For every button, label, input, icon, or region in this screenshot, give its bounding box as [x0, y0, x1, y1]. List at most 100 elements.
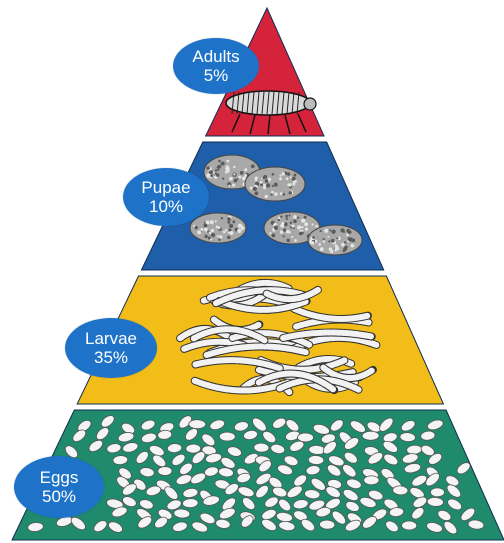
pupa-texture: [265, 195, 268, 198]
pupa-texture: [312, 236, 315, 239]
pupa-texture: [293, 174, 296, 177]
pupa-texture: [205, 235, 208, 238]
pupa-texture: [254, 191, 258, 195]
eggs-name: Eggs: [40, 468, 79, 487]
pupa-texture: [279, 177, 282, 180]
pupa-texture: [197, 230, 201, 234]
pupa-texture: [218, 160, 221, 163]
pupa-texture: [305, 227, 308, 230]
pupa-texture: [218, 226, 221, 229]
pupa-texture: [331, 239, 334, 242]
pupa-texture: [206, 166, 210, 170]
egg: [254, 443, 270, 453]
pupa-texture: [217, 168, 219, 170]
pupa-texture: [336, 237, 338, 239]
eggs-label: Eggs 50%: [14, 456, 104, 518]
pupa-texture: [304, 222, 308, 226]
pupa-texture: [282, 172, 285, 175]
pupa-texture: [287, 172, 290, 175]
pupa-texture: [222, 178, 224, 180]
pupa-texture: [274, 227, 277, 230]
pupa-texture: [244, 168, 247, 171]
pupa-texture: [349, 237, 353, 241]
pupa-texture: [209, 170, 213, 174]
pupa-texture: [228, 185, 230, 187]
pupa-texture: [241, 227, 244, 230]
pupa-texture: [286, 218, 288, 220]
pupa-texture: [283, 193, 286, 196]
pupa-texture: [244, 174, 247, 177]
pupa-texture: [287, 183, 289, 185]
pupa-texture: [294, 239, 297, 242]
pupa-texture: [240, 171, 244, 175]
pupa-texture: [293, 215, 297, 219]
pupa-texture: [291, 236, 293, 238]
pupa-texture: [218, 238, 221, 241]
pupa-texture: [289, 214, 291, 216]
pupa-texture: [304, 216, 307, 219]
pupa-texture: [281, 222, 284, 225]
pupa-texture: [229, 177, 233, 181]
pupa-texture: [327, 236, 329, 238]
adults-label: Adults 5%: [173, 38, 259, 94]
pupa-texture: [237, 229, 241, 233]
eggs-percent: 50%: [42, 487, 76, 506]
pupa-texture: [210, 239, 212, 241]
pupa-texture: [260, 181, 263, 184]
pupa-texture: [238, 175, 241, 178]
larvae-name: Larvae: [85, 329, 137, 348]
pupa-texture: [289, 231, 291, 233]
pupa-texture: [344, 246, 347, 249]
pupa-texture: [324, 229, 328, 233]
pupa-texture: [323, 240, 326, 243]
pupa-texture: [233, 173, 235, 175]
pupa-texture: [330, 250, 333, 253]
pupa-texture: [221, 161, 225, 165]
pupa-texture: [274, 183, 278, 187]
pupa-texture: [301, 219, 305, 223]
pupae-name: Pupae: [141, 178, 190, 197]
pupa-texture: [210, 174, 213, 177]
pupa-texture: [334, 249, 336, 251]
pupa-texture: [340, 228, 344, 232]
pupa-texture: [211, 233, 215, 237]
pupa-texture: [280, 174, 282, 176]
pupa-texture: [216, 174, 219, 177]
pupa-texture: [328, 240, 330, 242]
pupa-texture: [251, 164, 255, 168]
pupa-texture: [299, 232, 303, 236]
pupa-texture: [293, 220, 297, 224]
adults-percent: 5%: [204, 66, 229, 85]
egg: [430, 488, 444, 497]
pupa-texture: [351, 244, 355, 248]
pupa-texture: [217, 166, 219, 168]
pupa-texture: [278, 219, 280, 221]
pupa-texture: [283, 235, 285, 237]
pupa-texture: [221, 217, 223, 219]
pupa-texture: [315, 225, 318, 228]
pupa-texture: [272, 185, 274, 187]
pupa-texture: [280, 216, 282, 218]
pupa-texture: [286, 177, 289, 180]
pupa-texture: [225, 171, 228, 174]
pupa-texture: [265, 179, 269, 183]
pupa-texture: [291, 224, 294, 227]
pupa-texture: [219, 235, 222, 238]
pupa-texture: [344, 241, 346, 243]
pupa-texture: [272, 173, 275, 176]
pupa-texture: [210, 220, 214, 224]
pupa-texture: [223, 231, 226, 234]
pupa-texture: [232, 184, 235, 187]
pupa-texture: [250, 186, 253, 189]
egg: [297, 433, 313, 442]
pupa-texture: [283, 228, 286, 231]
pupa-texture: [311, 241, 315, 245]
pupa-texture: [203, 224, 207, 228]
pupa-texture: [286, 239, 290, 243]
egg: [364, 476, 379, 485]
pupa-texture: [232, 220, 235, 223]
pupa-texture: [280, 230, 283, 233]
larvae-label: Larvae 35%: [65, 318, 157, 378]
pupa-texture: [215, 169, 217, 171]
pupa-texture: [312, 223, 314, 225]
